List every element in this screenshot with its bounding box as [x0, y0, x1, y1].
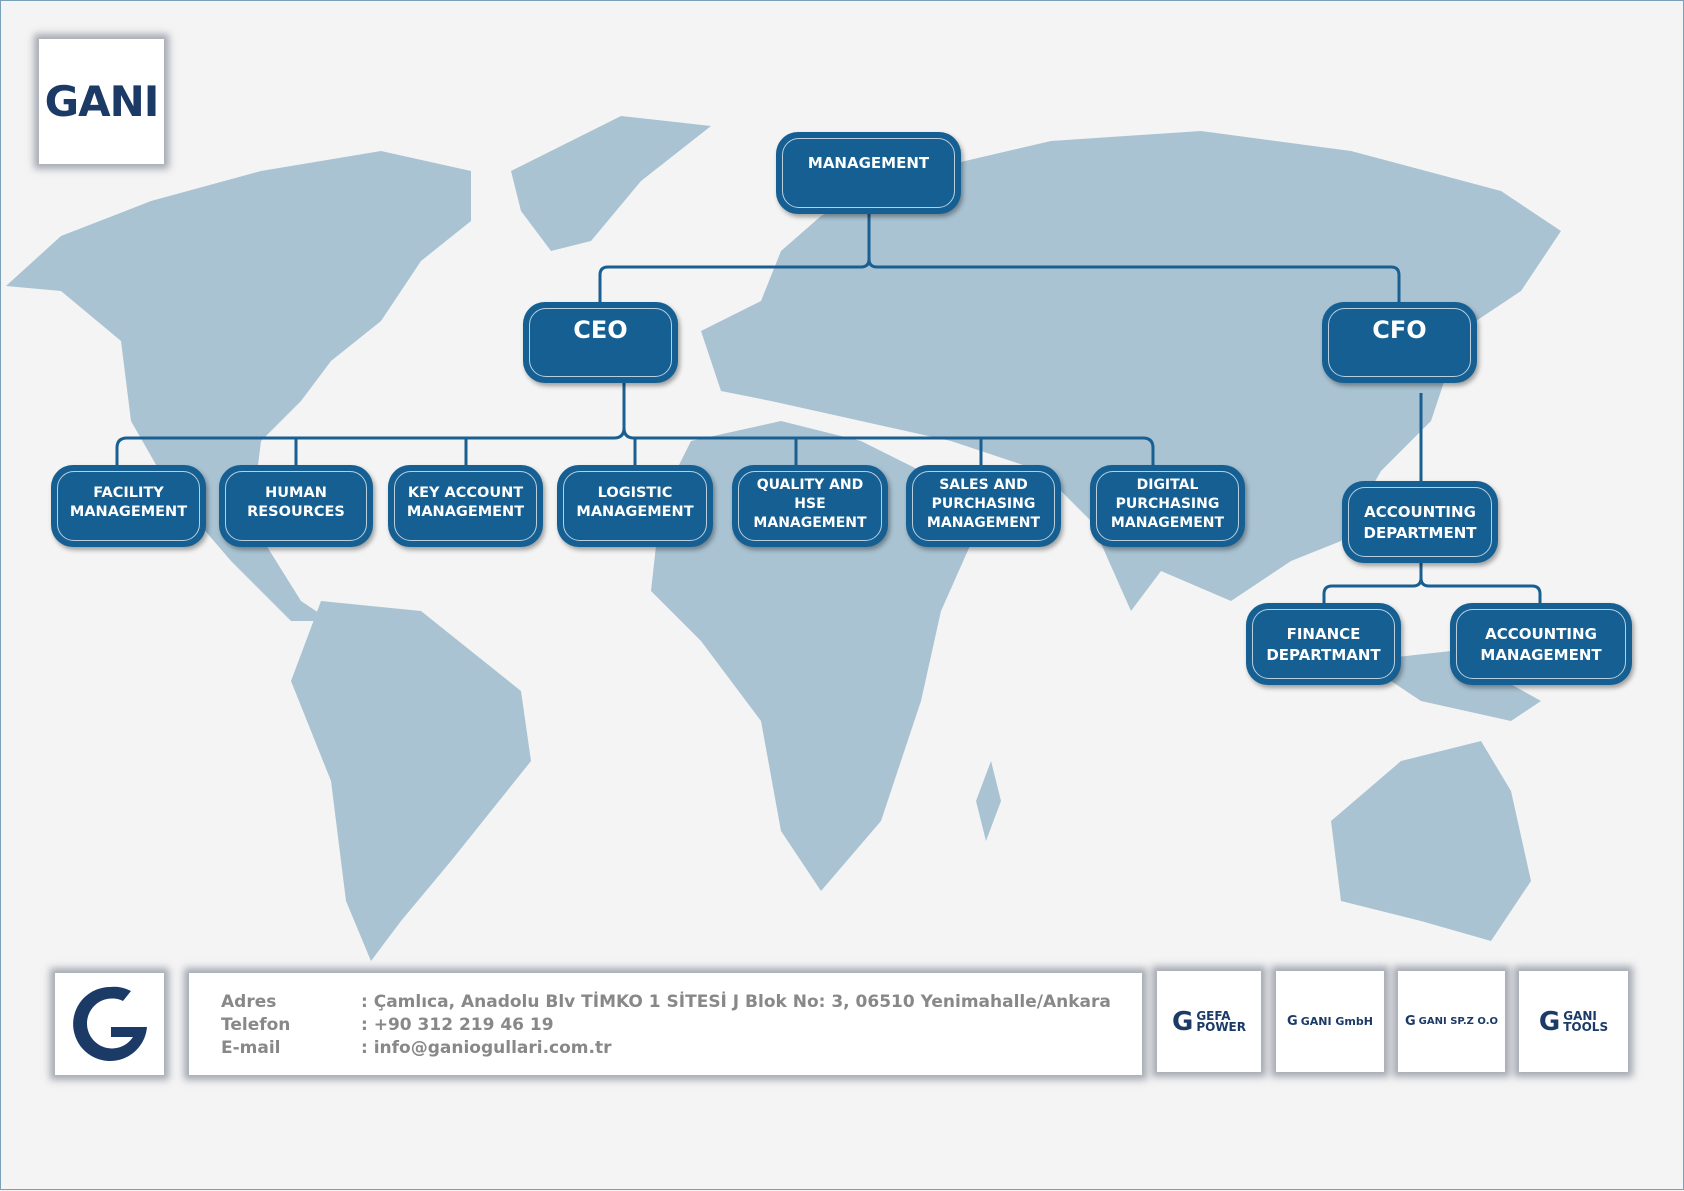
node-label: DIGITAL PURCHASING MANAGEMENT	[1096, 471, 1239, 541]
address-value: : Çamlıca, Anadolu Blv TİMKO 1 SİTESİ J …	[361, 992, 1111, 1012]
node-accounting-department: ACCOUNTING DEPARTMENT	[1342, 481, 1498, 563]
g-icon	[72, 986, 147, 1061]
subsidiary-name: GEFA POWER	[1196, 1008, 1246, 1034]
gani-g-logo	[55, 973, 164, 1075]
address-label: Adres	[221, 992, 277, 1012]
subsidiary-name: GANI GmbH	[1300, 1015, 1373, 1028]
node-label: LOGISTIC MANAGEMENT	[563, 471, 707, 541]
g-icon: G	[1287, 1014, 1298, 1029]
node-label: KEY ACCOUNT MANAGEMENT	[394, 471, 537, 541]
node-sales-purchasing-management: SALES AND PURCHASING MANAGEMENT	[906, 465, 1061, 547]
node-facility-management: FACILITY MANAGEMENT	[51, 465, 206, 547]
node-label: CEO	[529, 308, 672, 377]
g-icon: G	[1171, 1006, 1194, 1037]
contact-info-panel: Adres : Çamlıca, Anadolu Blv TİMKO 1 SİTE…	[189, 973, 1142, 1075]
email-label: E-mail	[221, 1038, 281, 1058]
subsidiary-name: GANI SP.Z O.O	[1418, 1016, 1498, 1027]
node-label: ACCOUNTING DEPARTMENT	[1348, 487, 1492, 557]
subsidiary-name: GANI TOOLS	[1563, 1008, 1609, 1034]
node-finance-department: FINANCE DEPARTMANT	[1246, 603, 1401, 685]
node-label: CFO	[1328, 308, 1471, 377]
gani-logo: GANI	[39, 39, 164, 164]
node-human-resources: HUMAN RESOURCES	[219, 465, 373, 547]
node-quality-hse-management: QUALITY AND HSE MANAGEMENT	[732, 465, 888, 547]
node-label: ACCOUNTING MANAGEMENT	[1456, 609, 1626, 679]
node-label: QUALITY AND HSE MANAGEMENT	[738, 471, 882, 541]
node-logistic-management: LOGISTIC MANAGEMENT	[557, 465, 713, 547]
node-cfo: CFO	[1322, 302, 1477, 383]
node-label: HUMAN RESOURCES	[225, 471, 367, 541]
node-accounting-management: ACCOUNTING MANAGEMENT	[1450, 603, 1632, 685]
phone-value: : +90 312 219 46 19	[361, 1015, 554, 1035]
node-label: FINANCE DEPARTMANT	[1252, 609, 1395, 679]
node-ceo: CEO	[523, 302, 678, 383]
node-key-account-management: KEY ACCOUNT MANAGEMENT	[388, 465, 543, 547]
node-label: SALES AND PURCHASING MANAGEMENT	[912, 471, 1055, 541]
g-icon: G	[1405, 1014, 1416, 1029]
node-digital-purchasing-management: DIGITAL PURCHASING MANAGEMENT	[1090, 465, 1245, 547]
g-icon: G	[1538, 1006, 1561, 1037]
node-label: MANAGEMENT	[782, 138, 955, 208]
phone-label: Telefon	[221, 1015, 291, 1035]
email-value: : info@ganiogullari.com.tr	[361, 1038, 612, 1058]
node-management: MANAGEMENT	[776, 132, 961, 214]
logo-text: GANI	[44, 77, 160, 126]
node-label: FACILITY MANAGEMENT	[57, 471, 200, 541]
